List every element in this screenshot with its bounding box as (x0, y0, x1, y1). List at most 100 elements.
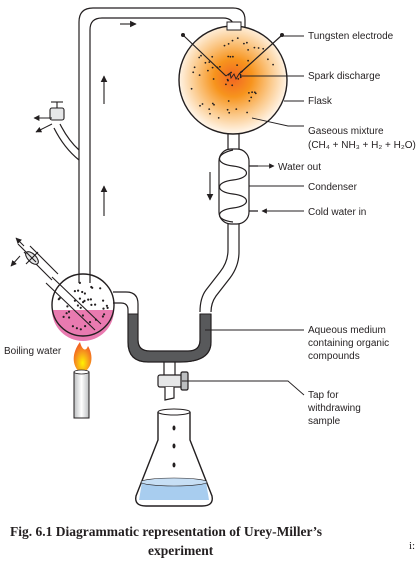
dot (84, 325, 87, 328)
dot (81, 314, 84, 317)
dot (199, 104, 201, 107)
falling-drops (172, 425, 176, 468)
label-spark-discharge: Spark discharge (308, 71, 381, 82)
dot (267, 58, 269, 61)
dot (223, 44, 226, 47)
dot (198, 56, 201, 59)
dot (227, 73, 230, 76)
dot (217, 117, 220, 119)
dot (192, 71, 195, 74)
link-tube-upper (113, 291, 139, 314)
boiling-bubbles (57, 281, 109, 331)
dot (253, 91, 256, 94)
dot (228, 111, 231, 114)
dot (253, 46, 256, 49)
dot (102, 299, 105, 302)
dot (103, 313, 106, 316)
dot (101, 315, 104, 318)
return-tube-outer (199, 222, 229, 313)
dot (193, 66, 196, 69)
label-gas-formula: (CH₄ + NH₃ + H₂ + H₂O) (308, 140, 416, 151)
dot (219, 65, 221, 68)
dot (106, 306, 109, 309)
dot (68, 316, 71, 319)
dot (211, 66, 214, 69)
dot (76, 304, 79, 307)
dot (246, 111, 249, 114)
dot (190, 87, 193, 90)
dot (83, 292, 86, 295)
dot (211, 55, 214, 58)
label-aqueous-medium-2: containing organic (308, 338, 389, 349)
dot (211, 102, 214, 105)
dot (208, 108, 211, 110)
dot (89, 298, 92, 301)
dot (105, 304, 108, 307)
dot (87, 298, 90, 301)
label-tap-1: Tap for (308, 390, 339, 401)
label-condenser: Condenser (308, 182, 358, 193)
figure-caption-line1: Fig. 6.1 Diagrammatic representation of … (10, 524, 322, 539)
figure-caption-line2: experiment (148, 543, 214, 558)
dot (65, 312, 68, 315)
label-aqueous-medium-3: compounds (308, 351, 360, 362)
dot (79, 328, 82, 331)
sample-collection-flask (135, 408, 213, 507)
dot (231, 84, 234, 87)
dot (248, 92, 250, 94)
dot (239, 73, 242, 76)
dot (75, 327, 78, 330)
dot (272, 63, 274, 66)
dot (90, 303, 93, 306)
dot (71, 325, 74, 328)
condenser (218, 148, 258, 225)
dot (236, 37, 239, 39)
vacuum-tap (49, 101, 65, 121)
dot (201, 103, 204, 105)
dot (247, 59, 250, 62)
dot (198, 74, 201, 76)
dot (247, 49, 250, 51)
dot (62, 315, 65, 318)
label-aqueous-medium-1: Aqueous medium (308, 325, 386, 336)
u-tube-aqueous-medium (127, 313, 212, 363)
dot (57, 298, 60, 301)
page-marker: i: (409, 540, 415, 552)
dot (227, 55, 230, 58)
dot (77, 289, 80, 292)
dot (248, 100, 251, 102)
dot (67, 310, 71, 313)
gas-molecules (190, 37, 274, 119)
dot (207, 69, 209, 72)
leader-lines (182, 35, 305, 396)
link-tube-lower (113, 302, 129, 314)
dot (102, 307, 105, 310)
condenser-coil (218, 149, 248, 223)
dot (73, 290, 76, 293)
dot (236, 64, 239, 66)
dot (226, 108, 229, 111)
dot (231, 39, 234, 42)
dot (209, 112, 211, 115)
bunsen-burner (73, 342, 92, 419)
dot (251, 91, 254, 94)
dot (99, 287, 102, 290)
boiling-flask (45, 273, 115, 341)
dot (212, 78, 215, 80)
dot (229, 55, 232, 58)
label-cold-water-in: Cold water in (308, 207, 366, 218)
dot (225, 83, 227, 86)
dot (246, 41, 248, 44)
dot (239, 76, 242, 79)
electrode-left (183, 35, 227, 77)
inlet-valve (17, 243, 59, 281)
dot (243, 42, 245, 45)
dot (78, 281, 81, 284)
dot (79, 306, 82, 309)
spark-discharge (225, 72, 240, 81)
dot (235, 108, 238, 110)
dot (81, 290, 84, 294)
dot (94, 303, 97, 306)
burner-flame (73, 342, 92, 372)
